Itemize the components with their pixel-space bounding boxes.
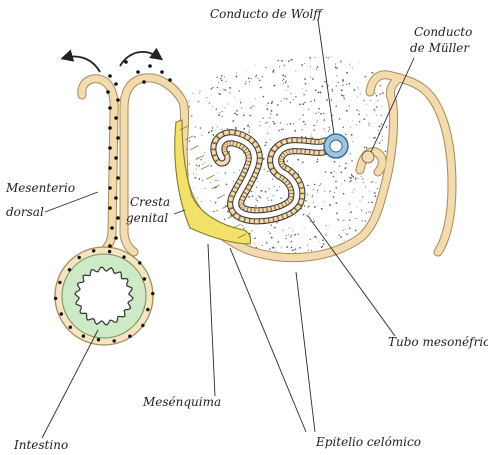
coelomic-epithelium-wall <box>82 75 452 258</box>
wolff-duct <box>324 134 348 158</box>
mesenchyme-label: Mesénquima <box>142 395 221 409</box>
dorsal-mesentery-label: Mesenterio <box>5 181 75 195</box>
genital-ridge-label: Cresta <box>130 195 170 209</box>
wolff-duct-label: Conducto de Wolff <box>210 7 324 21</box>
coelomic-epithelium-label: Epitelio celómico <box>315 435 421 449</box>
figure-labels: Conducto de Wolff Conducto de Müller Mes… <box>5 7 488 452</box>
mesonephric-tubule <box>219 138 325 216</box>
dorsal-mesentery-label-line2: dorsal <box>6 205 44 219</box>
muller-duct <box>362 151 374 163</box>
muller-duct-label-line2: de Müller <box>410 41 470 55</box>
mesonephric-tubule-label: Tubo mesonéfrico <box>388 335 488 349</box>
intestine <box>54 247 155 345</box>
curved-arrow-icon <box>64 52 160 72</box>
muller-duct-label: Conducto <box>414 25 472 39</box>
genital-ridge-label-line2: genital <box>126 211 168 225</box>
intestine-label: Intestino <box>13 438 68 452</box>
